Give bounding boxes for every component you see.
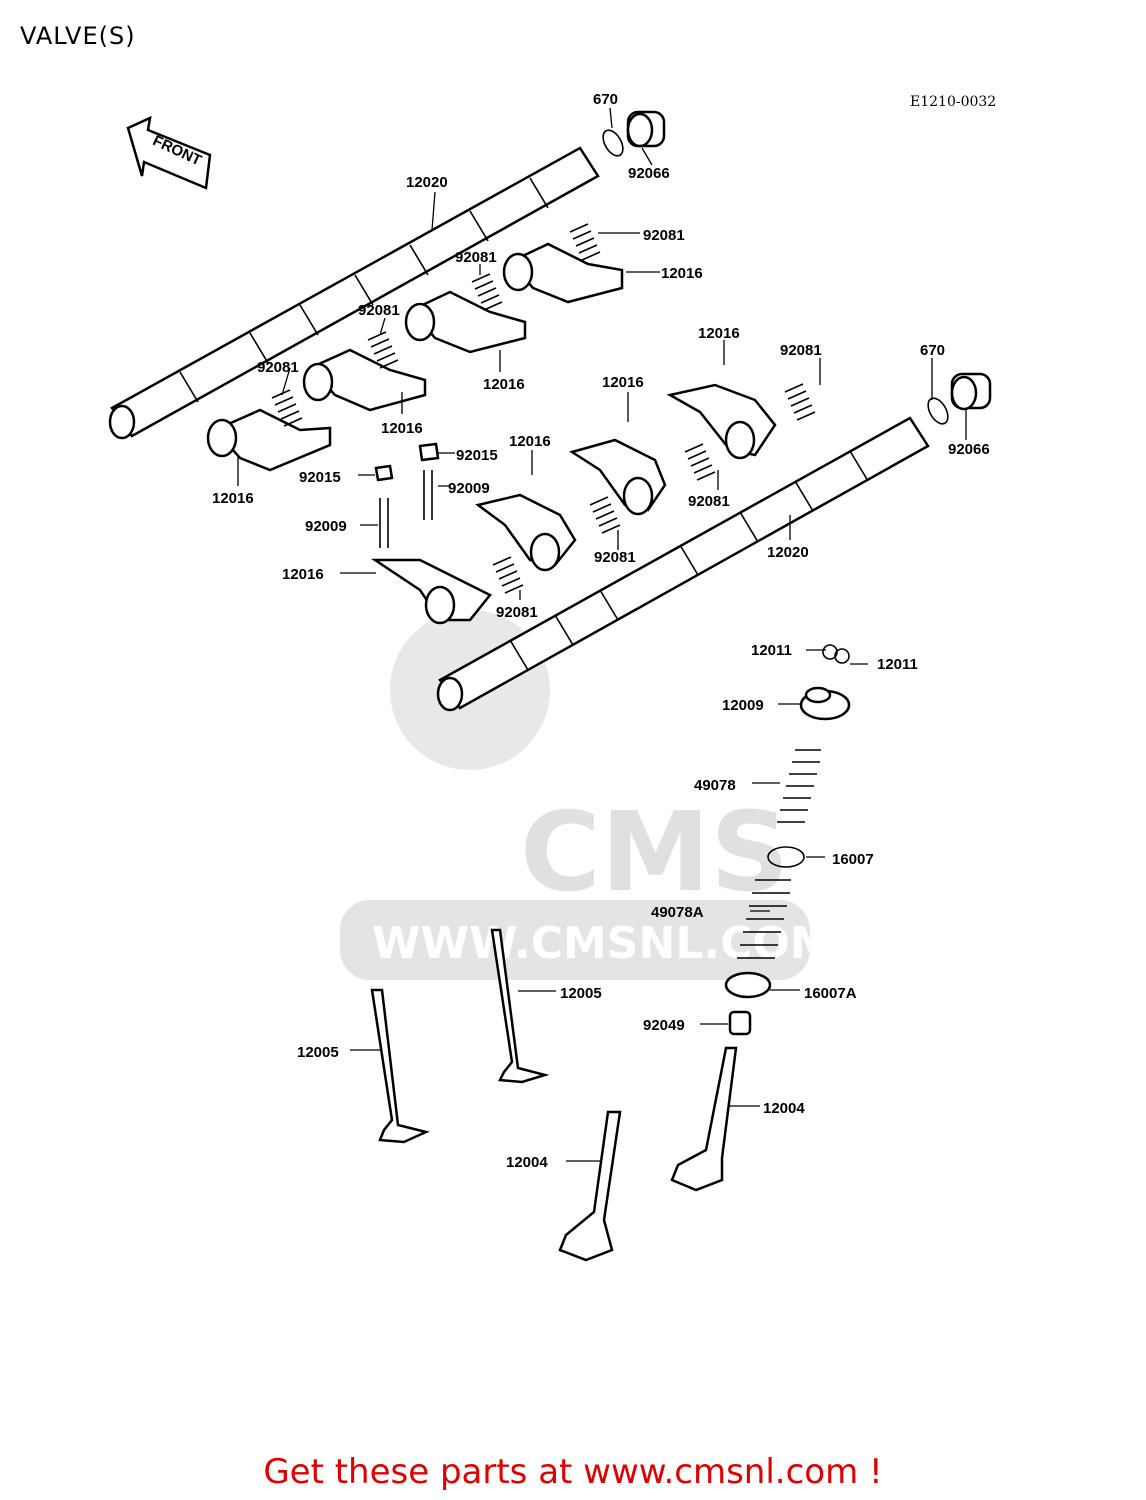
label-92049[interactable]: 92049 [643,1017,685,1034]
diagram-code: E1210-0032 [910,94,997,110]
label-12016-b[interactable]: 12016 [483,376,525,393]
label-12016-g[interactable]: 12016 [509,433,551,450]
label-92081-h[interactable]: 92081 [496,604,538,621]
label-16007A[interactable]: 16007A [804,985,857,1002]
camshaft-lower [436,416,930,712]
label-12016-h[interactable]: 12016 [282,566,324,583]
label-92081-f[interactable]: 92081 [688,493,730,510]
label-92015-b[interactable]: 92015 [456,447,498,464]
front-arrow-icon: FRONT [126,115,212,190]
label-12011-a[interactable]: 12011 [751,642,792,659]
watermark-url: WWW.CMSNL.COM [372,918,834,969]
label-670-lower[interactable]: 670 [920,342,945,359]
label-92081-c[interactable]: 92081 [358,302,400,319]
label-16007[interactable]: 16007 [832,851,874,868]
plug-lower-icon [927,372,992,425]
label-49078A[interactable]: 49078A [651,904,704,921]
label-92081-d[interactable]: 92081 [257,359,299,376]
label-12009[interactable]: 12009 [722,697,764,714]
label-12005-a[interactable]: 12005 [560,985,602,1002]
label-49078[interactable]: 49078 [694,777,736,794]
rocker-arms [206,242,777,625]
footer-link[interactable]: Get these parts at www.cmsnl.com ! [263,1452,883,1492]
label-92081-a[interactable]: 92081 [643,227,685,244]
rocker-springs [271,223,816,594]
label-92066-lower[interactable]: 92066 [948,441,990,458]
label-92081-g[interactable]: 92081 [594,549,636,566]
part-labels: 670 92066 12020 92081 12016 92081 92081 … [212,91,990,1171]
label-12020-upper[interactable]: 12020 [406,174,448,191]
label-12020-lower[interactable]: 12020 [767,544,809,561]
label-12004-b[interactable]: 12004 [506,1154,548,1171]
watermark-brand: CMS [520,788,789,916]
valve-train [724,644,851,1036]
label-12016-d[interactable]: 12016 [212,490,254,507]
label-92009-b[interactable]: 92009 [305,518,347,535]
label-12016-e[interactable]: 12016 [698,325,740,342]
valves [370,928,738,1262]
plug-upper-icon [602,110,666,157]
label-92015-a[interactable]: 92015 [299,469,341,486]
label-670-upper[interactable]: 670 [593,91,618,108]
label-92081-e[interactable]: 92081 [780,342,822,359]
label-12016-f[interactable]: 12016 [602,374,644,391]
leader-lines [237,107,967,1162]
label-12011-b[interactable]: 12011 [877,656,918,673]
cms-watermark: CMS WWW.CMSNL.COM [340,610,834,980]
label-12016-c[interactable]: 12016 [381,420,423,437]
label-12005-b[interactable]: 12005 [297,1044,339,1061]
camshaft-upper [108,146,600,440]
label-12016-a[interactable]: 12016 [661,265,703,282]
label-92009-a[interactable]: 92009 [448,480,490,497]
adjuster-screws [374,442,440,548]
label-12004-a[interactable]: 12004 [763,1100,805,1117]
label-92081-b[interactable]: 92081 [455,249,497,266]
page-title: VALVE(S) [20,22,136,50]
label-92066-upper[interactable]: 92066 [628,165,670,182]
